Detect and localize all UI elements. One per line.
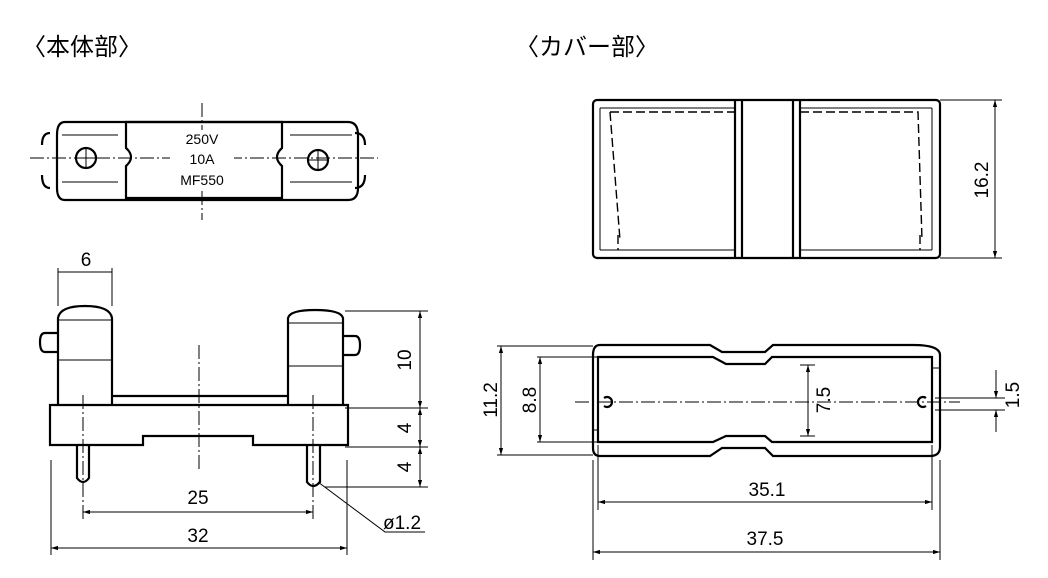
dim-outer-length: 37.5 xyxy=(747,529,784,550)
dim-outer-width: 11.2 xyxy=(481,382,502,418)
dim-height-upper: 10 xyxy=(395,349,416,370)
fuse-model: MF550 xyxy=(180,172,224,188)
body-top-view: 250V 10A MF550 xyxy=(30,103,378,220)
dim-overall-length: 32 xyxy=(187,526,208,547)
fuse-voltage: 250V xyxy=(186,131,219,147)
dim-inner-length: 35.1 xyxy=(749,480,786,501)
fuse-current: 10A xyxy=(190,151,216,167)
heading-cover: 〈カバー部〉 xyxy=(515,34,659,61)
dim-waist-width: 7.5 xyxy=(814,387,835,413)
dim-pin-length: 4 xyxy=(395,461,416,472)
heading-body: 〈本体部〉 xyxy=(22,34,142,61)
dim-cover-height: 16.2 xyxy=(972,162,993,199)
dim-pin-diameter: ø1.2 xyxy=(383,513,421,534)
dim-height-base: 4 xyxy=(395,422,416,433)
dim-inner-width: 8.8 xyxy=(520,387,541,413)
dim-hole: 1.5 xyxy=(1003,382,1024,408)
cover-top-view: 16.2 xyxy=(591,98,1002,260)
dim-pin-pitch: 25 xyxy=(187,488,208,509)
cover-bottom-view: 11.2 8.8 7.5 1.5 35.1 37.5 xyxy=(481,343,1024,560)
dim-terminal-width: 6 xyxy=(81,250,92,271)
body-front-view: 6 10 4 4 25 32 ø1.2 xyxy=(38,250,428,555)
